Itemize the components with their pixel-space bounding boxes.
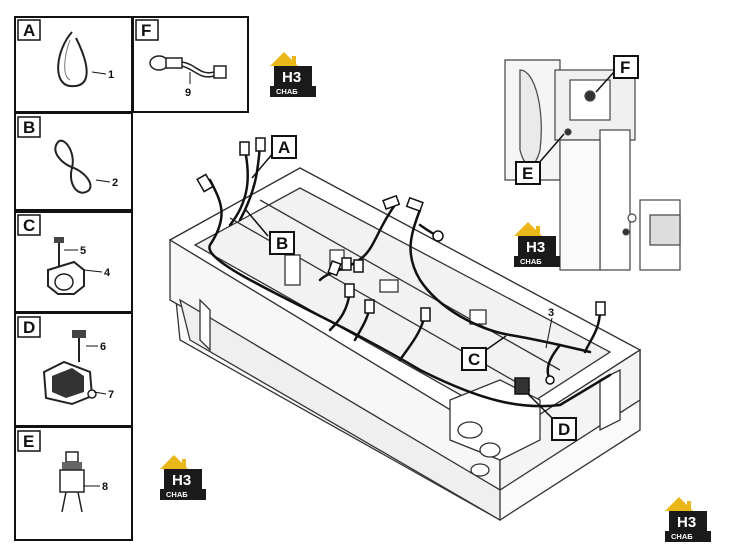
panel-a: A 1 xyxy=(14,16,133,113)
ring-clamp-icon xyxy=(54,139,92,194)
panel-b-letter: B xyxy=(23,118,35,137)
panel-b: B 2 xyxy=(14,112,133,211)
panel-e-part-number: 8 xyxy=(102,481,108,493)
panel-d-part-number-mount: 7 xyxy=(108,389,114,401)
connectors xyxy=(196,137,606,395)
panel-f: F 9 xyxy=(132,16,249,113)
panel-c: C 5 4 xyxy=(14,211,133,313)
panel-c-part-number-clamp: 4 xyxy=(104,267,111,279)
svg-text:H3: H3 xyxy=(526,239,545,256)
svg-text:СНАБ: СНАБ xyxy=(166,490,188,499)
inset-callout-e: E xyxy=(522,164,533,183)
panel-b-part-number: 2 xyxy=(112,177,118,189)
callout-b: B xyxy=(276,234,288,253)
panel-f-part-number: 9 xyxy=(185,87,191,99)
cable-tie-icon xyxy=(57,31,88,88)
watermark-logo-2: H3 СНАБ xyxy=(514,222,560,267)
svg-text:H3: H3 xyxy=(677,514,696,531)
sensor-cable-icon xyxy=(149,55,227,79)
panel-a-part-number: 1 xyxy=(108,69,114,81)
panel-a-letter: A xyxy=(23,21,35,40)
callout-c: C xyxy=(468,350,480,369)
inset-callout-f: F xyxy=(620,58,630,77)
harness-part-number: 3 xyxy=(548,307,554,319)
svg-text:СНАБ: СНАБ xyxy=(276,87,298,96)
panel-d-part-number-bolt: 6 xyxy=(100,341,106,353)
panel-f-letter: F xyxy=(141,21,151,40)
watermark-logo-4: H3 СНАБ xyxy=(665,497,711,542)
inset-view xyxy=(504,59,681,271)
panel-e: E 8 xyxy=(14,426,133,541)
svg-text:СНАБ: СНАБ xyxy=(671,532,693,541)
watermark-logo-3: H3 СНАБ xyxy=(160,455,206,500)
svg-text:H3: H3 xyxy=(172,472,191,489)
panel-e-letter: E xyxy=(23,432,34,451)
svg-text:H3: H3 xyxy=(282,69,301,86)
main-callouts: A B C D 3 xyxy=(245,135,577,441)
machine-frame xyxy=(168,167,642,522)
panel-d: D 6 7 xyxy=(14,312,133,427)
bolt-and-clamp-icon xyxy=(47,237,85,295)
inset-callouts: F E xyxy=(515,55,639,185)
bolt-and-rubber-mount-icon xyxy=(42,330,97,406)
callout-d: D xyxy=(558,420,570,439)
panel-c-letter: C xyxy=(23,216,35,235)
panel-c-part-number-bolt: 5 xyxy=(80,245,86,257)
pressure-switch-icon xyxy=(59,451,85,513)
panel-d-letter: D xyxy=(23,318,35,337)
svg-text:СНАБ: СНАБ xyxy=(520,257,542,266)
watermark-logo-1: H3 СНАБ xyxy=(270,52,316,97)
callout-a: A xyxy=(278,138,290,157)
